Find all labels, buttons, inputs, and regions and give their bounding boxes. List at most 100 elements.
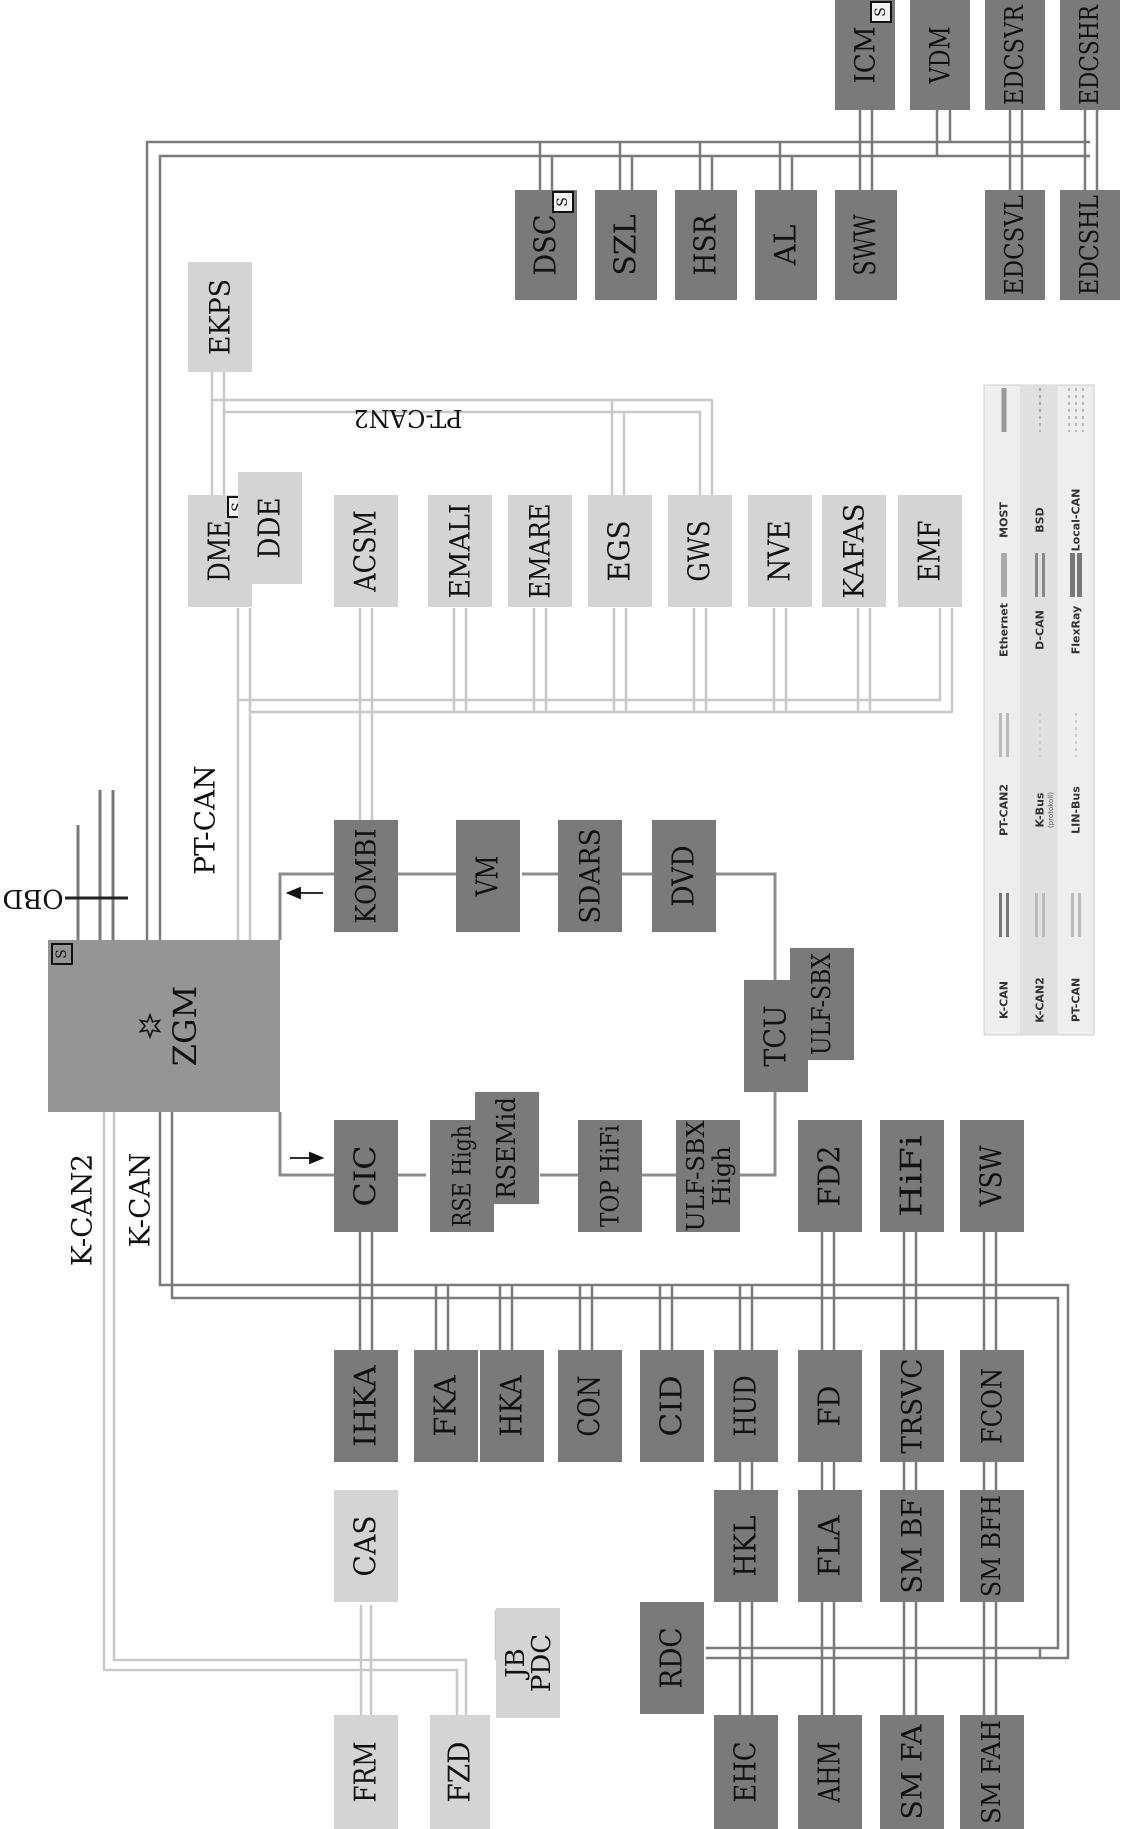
ecu-kombi[interactable]: KOMBI — [334, 820, 398, 932]
ecu-ekps[interactable]: EKPS — [188, 262, 252, 372]
ecu-hsr[interactable]: HSR — [675, 190, 737, 300]
ecu-sww[interactable]: SWW — [835, 190, 897, 300]
ecu-label: DSC — [529, 214, 564, 275]
legend-label: BSD — [1034, 507, 1047, 532]
ecu-trsvc[interactable]: TRSVC — [880, 1350, 944, 1462]
ecu-fka[interactable]: FKA — [414, 1350, 478, 1462]
ecu-label: AHM — [813, 1741, 848, 1803]
ecu-label: GWS — [683, 520, 718, 581]
ecu-smbf[interactable]: SM BF — [880, 1490, 944, 1602]
legend-label: K-Bus — [1034, 792, 1047, 827]
ecu-ihka[interactable]: IHKA — [334, 1350, 398, 1462]
ecu-label: SM FAH — [977, 1720, 1007, 1824]
ecu-al[interactable]: AL — [755, 190, 817, 300]
ecu-egs[interactable]: EGS — [588, 495, 652, 607]
ecu-emf[interactable]: EMF — [898, 495, 962, 607]
ecu-label: HKL — [729, 1515, 764, 1576]
legend-label: LIN-Bus — [1070, 786, 1083, 834]
ecu-label: RDC — [655, 1627, 690, 1688]
ecu-fd2[interactable]: FD2 — [798, 1120, 862, 1232]
ecu-fd[interactable]: FD — [798, 1350, 862, 1462]
ecu-gws[interactable]: GWS — [668, 495, 732, 607]
ecu-label: TOP HiFi — [596, 1125, 625, 1227]
ecu-hkl[interactable]: HKL — [714, 1490, 778, 1602]
legend-label: K-CAN2 — [1034, 977, 1047, 1023]
ecu-vm[interactable]: VM — [456, 820, 520, 932]
ecu-con[interactable]: CON — [558, 1350, 622, 1462]
flow-arrows — [285, 886, 325, 1165]
ecu-emali[interactable]: EMALI — [428, 495, 492, 607]
ecu-edcsvr[interactable]: EDCSVR — [985, 0, 1045, 110]
ecu-acsm[interactable]: ACSM — [334, 495, 398, 607]
ecu-edcshr[interactable]: EDCSHR — [1060, 0, 1120, 110]
ecu-label: TCU — [759, 1005, 794, 1066]
ecu-ahm[interactable]: AHM — [798, 1715, 862, 1829]
ecu-label: FZD — [443, 1741, 478, 1802]
ecu-label: TRSVC — [896, 1358, 929, 1453]
ecu-label: CID — [655, 1375, 690, 1436]
safety-mark: S — [552, 191, 574, 213]
ecu-nve[interactable]: NVE — [748, 495, 812, 607]
ecu-dde[interactable]: DDE — [238, 472, 302, 584]
ecu-ulfsbx[interactable]: ULF-SBX — [790, 948, 854, 1060]
star-icon — [138, 1012, 162, 1040]
ecu-kafas[interactable]: KAFAS — [822, 495, 886, 607]
ecu-edcsvl[interactable]: EDCSVL — [985, 190, 1045, 300]
ecu-cic[interactable]: CIC — [334, 1120, 398, 1232]
ecu-hud[interactable]: HUD — [714, 1350, 778, 1462]
ecu-fcon[interactable]: FCON — [960, 1350, 1024, 1462]
ecu-label: EDCSVR — [1000, 4, 1030, 105]
ecu-vdm[interactable]: VDM — [910, 0, 970, 110]
legend-label: D-CAN — [1034, 610, 1047, 650]
pt-can-bus — [236, 608, 954, 940]
bus-label-k-can2: K-CAN2 — [66, 1154, 99, 1266]
legend-item: Local-CAN — [1068, 388, 1084, 551]
ecu-vsw[interactable]: VSW — [960, 1120, 1024, 1232]
ecu-label: EMF — [913, 520, 948, 581]
ecu-label: EHC — [729, 1741, 764, 1802]
ecu-dvd[interactable]: DVD — [652, 820, 716, 932]
ecu-edcshl[interactable]: EDCSHL — [1060, 190, 1120, 300]
ecu-rsehigh[interactable]: RSE High — [430, 1120, 494, 1232]
ecu-label: FCON — [976, 1368, 1009, 1444]
legend-label: PT-CAN2 — [998, 784, 1011, 836]
ecu-label: IHKA — [349, 1365, 384, 1447]
ecu-emare[interactable]: EMARE — [508, 495, 572, 607]
ecu-tophifi[interactable]: TOP HiFi — [578, 1120, 642, 1232]
ecu-smfa[interactable]: SM FA — [880, 1715, 944, 1829]
ecu-cid[interactable]: CID — [640, 1350, 704, 1462]
ecu-label: DME — [203, 520, 238, 581]
bus-label-pt-can2: PT-CAN2 — [353, 404, 462, 432]
ecu-tcu[interactable]: TCU — [744, 980, 808, 1092]
safety-mark: S — [51, 943, 73, 965]
ecu-frm[interactable]: FRM — [334, 1715, 398, 1829]
ecu-hifi[interactable]: HiFi — [880, 1120, 944, 1232]
ecu-smbfh[interactable]: SM BFH — [960, 1490, 1024, 1602]
legend-item: LIN-Bus — [1070, 713, 1083, 834]
ecu-rdc[interactable]: RDC — [640, 1602, 704, 1714]
ecu-fzd[interactable]: FZD — [430, 1715, 490, 1829]
ecu-ehc[interactable]: EHC — [714, 1715, 778, 1829]
ecu-hka[interactable]: HKA — [480, 1350, 544, 1462]
ecu-label: HSR — [689, 213, 724, 275]
ecu-label: FD — [813, 1386, 848, 1427]
ecu-fla[interactable]: FLA — [798, 1490, 862, 1602]
legend-label: MOST — [998, 502, 1011, 538]
ecu-label: RSEMid — [492, 1097, 522, 1199]
legend-item: PT-CAN — [1070, 893, 1083, 1022]
legend-item: MOST — [998, 388, 1011, 538]
ecu-label: CAS — [349, 1515, 384, 1576]
ecu-szl[interactable]: SZL — [595, 190, 657, 300]
ecu-smfah[interactable]: SM FAH — [960, 1715, 1024, 1829]
ecu-cas[interactable]: CAS — [334, 1490, 398, 1602]
legend-label: Ethernet — [998, 603, 1011, 657]
ecu-sdars[interactable]: SDARS — [558, 820, 622, 932]
ecu-label: High — [708, 1146, 736, 1205]
ecu-label: SM BFH — [977, 1495, 1007, 1597]
